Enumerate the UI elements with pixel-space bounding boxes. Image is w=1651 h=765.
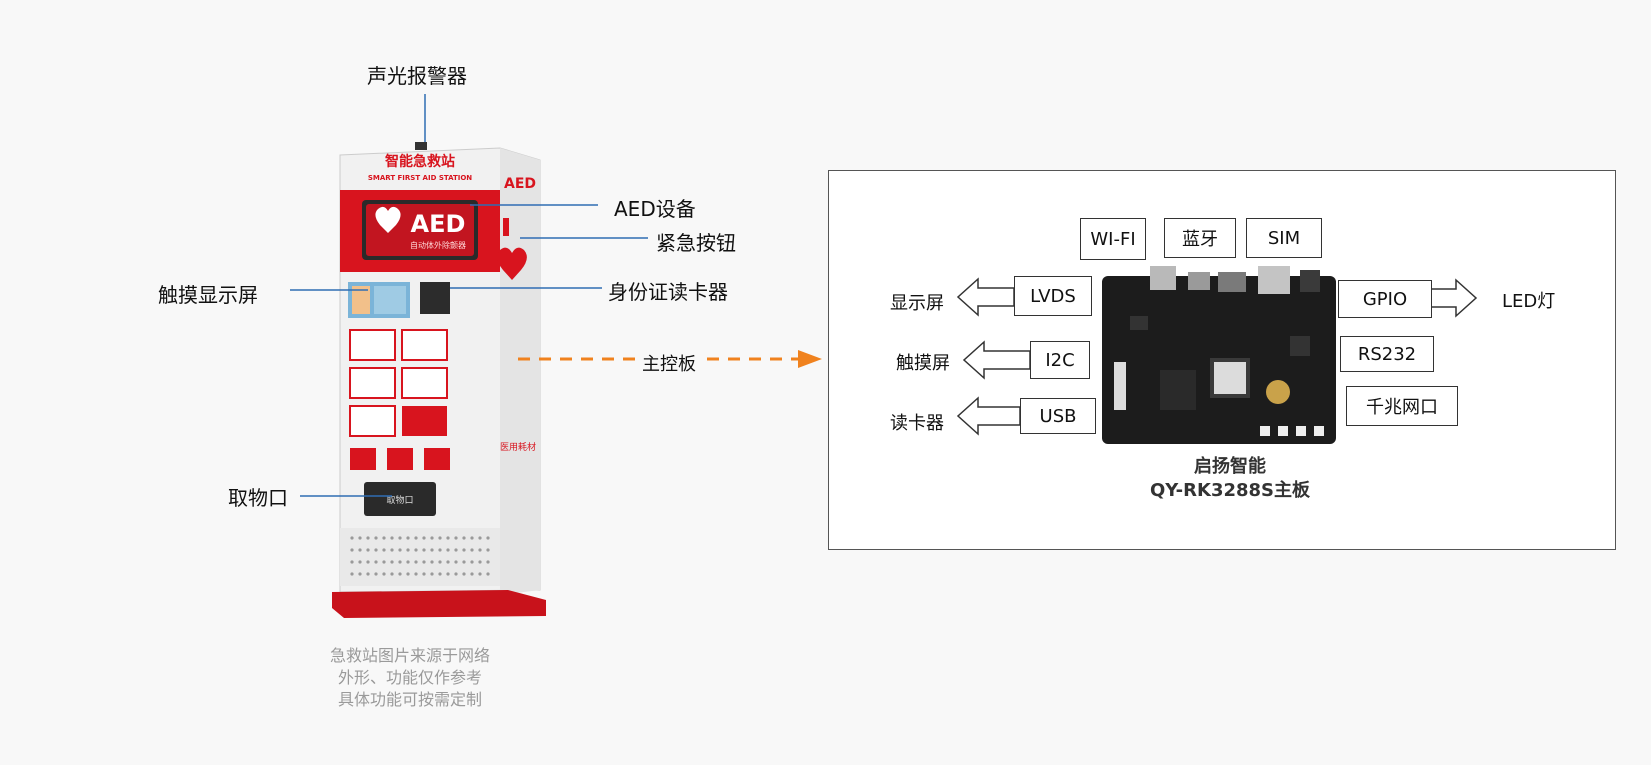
note-line-1: 急救站图片来源于网络	[329, 646, 490, 665]
kiosk-title: 智能急救站	[384, 153, 455, 170]
kiosk-aed-text: AED	[411, 210, 466, 238]
i2c-box: I2C	[1030, 341, 1090, 379]
kiosk-aed-subtext: 自动体外除颤器	[410, 240, 466, 250]
board-caption-model: QY-RK3288S主板	[1149, 480, 1311, 501]
kiosk-slot-label: 取物口	[386, 494, 413, 506]
pickup-label: 取物口	[228, 486, 288, 510]
board-image	[1102, 266, 1336, 444]
disclaimer-note: 急救站图片来源于网络 外形、功能仅作参考 具体功能可按需定制	[290, 645, 530, 711]
bluetooth-box: 蓝牙	[1164, 218, 1236, 258]
lvds-box: LVDS	[1014, 276, 1092, 316]
ethernet-box: 千兆网口	[1346, 386, 1458, 426]
main-board-label: 主控板	[640, 350, 698, 376]
wifi-box: WI-FI	[1080, 218, 1146, 260]
id-reader-label: 身份证读卡器	[608, 280, 728, 304]
card-reader-label: 读卡器	[890, 413, 944, 434]
gpio-box: GPIO	[1338, 280, 1432, 318]
emergency-button-label: 紧急按钮	[656, 231, 736, 255]
kiosk-illustration: 智能急救站 SMART FIRST AID STATION AED 自动体外除颤…	[332, 142, 546, 618]
touch-display-label: 触摸显示屏	[158, 283, 258, 307]
alarm-label: 声光报警器	[367, 64, 467, 88]
usb-box: USB	[1020, 398, 1096, 434]
kiosk-subtitle: SMART FIRST AID STATION	[368, 174, 472, 182]
kiosk-side-aed: AED	[504, 176, 536, 192]
sim-box: SIM	[1246, 218, 1322, 258]
heart-icon	[375, 206, 401, 233]
display-label: 显示屏	[890, 293, 944, 314]
touchscreen-label: 触摸屏	[896, 353, 950, 374]
kiosk-side-text: 医用耗材	[500, 441, 536, 453]
rs232-box: RS232	[1340, 336, 1434, 372]
note-line-3: 具体功能可按需定制	[337, 690, 482, 709]
aed-device-label: AED设备	[614, 197, 696, 221]
board-caption-brand: 启扬智能	[1194, 456, 1266, 477]
led-label: LED灯	[1502, 291, 1556, 312]
note-line-2: 外形、功能仅作参考	[337, 668, 482, 687]
